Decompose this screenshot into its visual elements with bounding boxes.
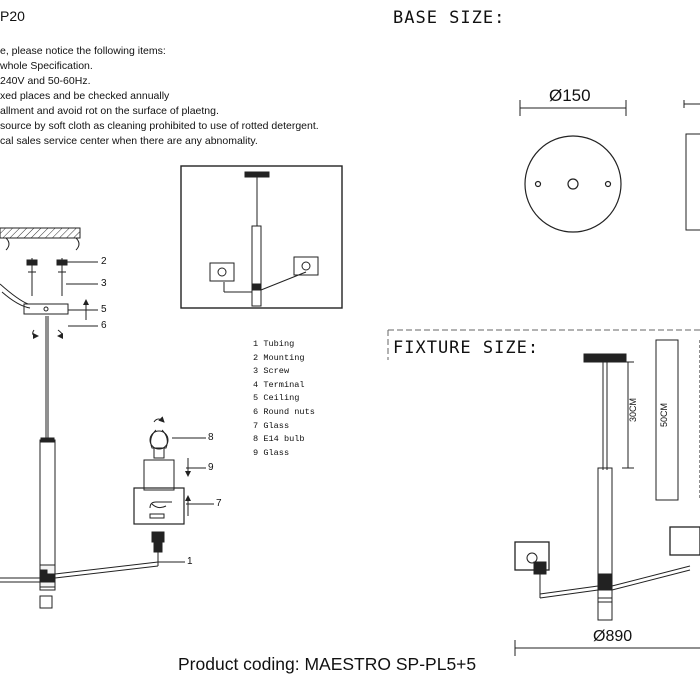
part-item: 3 Screw (253, 366, 290, 377)
part-item: 1 Tubing (253, 339, 295, 349)
base-diameter-dimension (519, 100, 627, 116)
tube-height-label: 30CM (628, 397, 639, 423)
model-number: P20 (0, 8, 25, 24)
part-item: 7 Glass (253, 420, 290, 431)
callout-8: 8 (208, 432, 214, 443)
base-diameter-label: Ø150 (549, 86, 591, 105)
part-item: 9 Glass (253, 447, 290, 458)
callout-3: 3 (101, 278, 107, 289)
callout-6: 6 (101, 320, 107, 331)
callout-7: 7 (216, 498, 222, 509)
glass-height-label: 50CM (659, 402, 670, 428)
fixture-thumbnail (180, 165, 343, 309)
base-plate-side-view (683, 100, 700, 231)
base-plate-top-view (524, 135, 622, 233)
part-item: 8 E14 bulb (253, 434, 305, 445)
fixture-width-label: Ø890 (593, 628, 633, 645)
callout-2: 2 (101, 256, 107, 267)
part-item: 4 Terminal (253, 379, 305, 390)
part-item: 5 Ceiling (253, 393, 300, 404)
notice-line-1: e, please notice the following items: (0, 45, 166, 57)
part-item: 6 Round nuts (253, 406, 315, 417)
exploded-assembly (0, 227, 214, 609)
callout-1: 1 (187, 556, 193, 567)
notice-line-5: allment and avoid rot on the surface of … (0, 105, 219, 117)
notice-line-2: whole Specification. (0, 60, 93, 72)
notice-line-6: source by soft cloth as cleaning prohibi… (0, 120, 319, 132)
product-coding: Product coding: MAESTRO SP-PL5+5 (178, 654, 477, 674)
fixture-elevation (514, 339, 700, 656)
part-item: 2 Mounting (253, 352, 305, 363)
callout-9: 9 (208, 462, 214, 473)
notice-line-4: xed places and be checked annually (0, 90, 170, 102)
fixture-size-title: FIXTURE SIZE: (393, 338, 540, 358)
callout-5: 5 (101, 304, 107, 315)
notice-line-3: 240V and 50-60Hz. (0, 75, 91, 87)
base-size-title: BASE SIZE: (393, 8, 506, 28)
notice-line-7: cal sales service center when there are … (0, 135, 258, 147)
parts-list: 1 Tubing 2 Mounting 3 Screw 4 Terminal 5… (253, 338, 315, 460)
